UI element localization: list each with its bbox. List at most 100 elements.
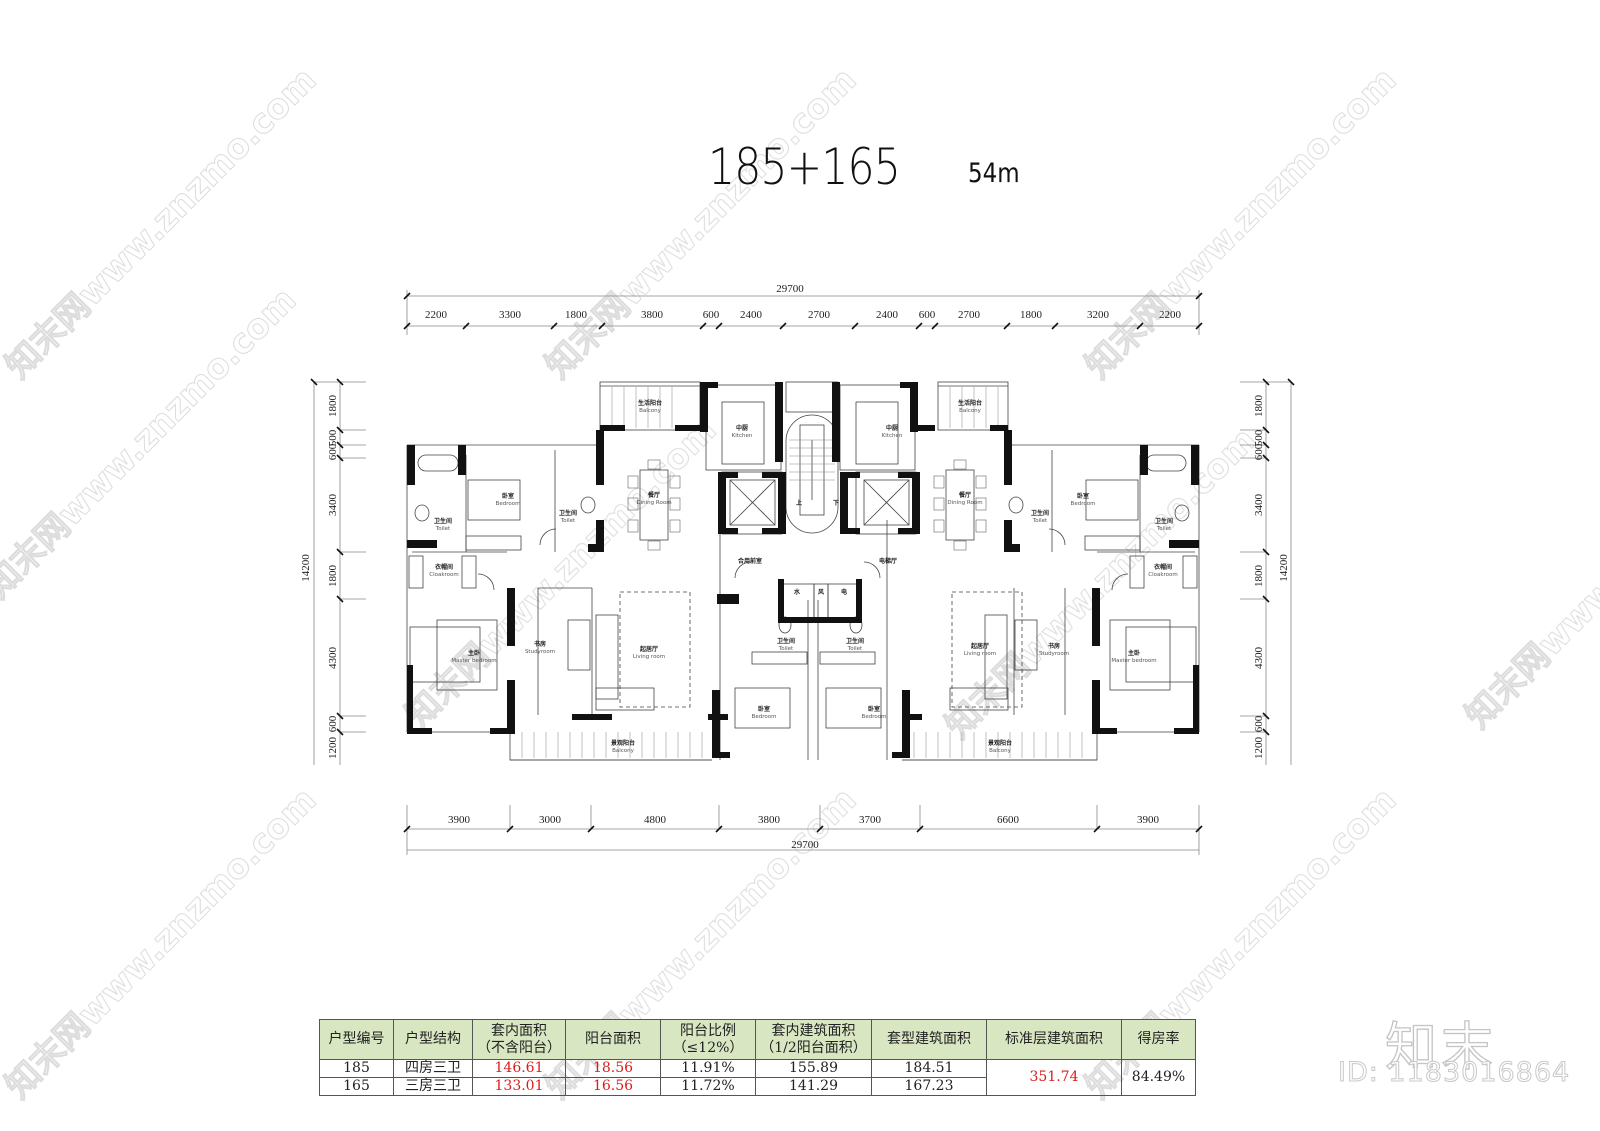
svg-text:3800: 3800 bbox=[758, 814, 781, 826]
room-label-balcony: 生活阳台 bbox=[638, 399, 662, 407]
cell-balcony-area: 16.56 bbox=[565, 1077, 661, 1096]
stair-down-label: 下 bbox=[833, 500, 839, 507]
shaft-elec-label: 电 bbox=[841, 588, 847, 596]
col-header-balcony-area: 阳台面积 bbox=[565, 1019, 661, 1060]
svg-text:Balcony: Balcony bbox=[959, 408, 982, 414]
svg-text:2200: 2200 bbox=[1159, 309, 1182, 321]
svg-text:1800: 1800 bbox=[1020, 309, 1043, 321]
svg-text:1800: 1800 bbox=[1253, 565, 1265, 588]
room-label-master: 主卧 bbox=[1128, 649, 1140, 657]
svg-text:Dining Room: Dining Room bbox=[947, 500, 982, 506]
cell-unit-building-area: 184.51 bbox=[871, 1059, 987, 1078]
svg-text:600: 600 bbox=[1253, 715, 1265, 732]
cell-structure: 四房三卫 bbox=[393, 1059, 473, 1078]
room-label-living: 起居厅 bbox=[639, 645, 658, 653]
svg-text:3200: 3200 bbox=[1087, 309, 1110, 321]
right-total-dim: 14200 bbox=[1278, 554, 1290, 582]
room-label-cloakroom: 衣帽间 bbox=[435, 563, 453, 571]
svg-text:3400: 3400 bbox=[327, 494, 339, 517]
room-label-bedroom: 卧室 bbox=[502, 492, 514, 500]
svg-text:Balcony: Balcony bbox=[612, 748, 635, 754]
svg-text:3300: 3300 bbox=[499, 309, 522, 321]
svg-text:Bedroom: Bedroom bbox=[862, 714, 887, 720]
top-segment-labels: 2200 3300 1800 3800 600 2400 2700 2400 6… bbox=[425, 309, 1182, 321]
table-header-row: 户型编号 户型结构 套内面积（不含阳台） 阳台面积 阳台比例（≤12%） 套内建… bbox=[319, 1019, 1196, 1060]
room-label-balcony: 景观阳台 bbox=[987, 739, 1012, 747]
col-header-balcony-ratio: 阳台比例（≤12%） bbox=[660, 1019, 756, 1060]
cell-structure: 三房三卫 bbox=[393, 1077, 473, 1096]
svg-text:Toilet: Toilet bbox=[435, 526, 451, 532]
svg-text:Bedroom: Bedroom bbox=[1071, 501, 1096, 507]
left-total-dim: 14200 bbox=[300, 554, 312, 582]
svg-text:Balcony: Balcony bbox=[989, 748, 1012, 754]
table-row: 165 三房三卫 133.01 16.56 11.72% 141.29 167.… bbox=[319, 1077, 1196, 1096]
svg-text:3900: 3900 bbox=[448, 814, 471, 826]
svg-text:1800: 1800 bbox=[327, 395, 339, 418]
structural-walls bbox=[407, 382, 1199, 758]
col-header-code: 户型编号 bbox=[319, 1019, 394, 1060]
svg-text:2400: 2400 bbox=[876, 309, 899, 321]
svg-text:Toilet: Toilet bbox=[1032, 518, 1048, 524]
room-label-kitchen: 中厨 bbox=[886, 424, 898, 432]
room-label-study: 书房 bbox=[534, 640, 546, 648]
svg-text:6600: 6600 bbox=[997, 814, 1020, 826]
room-label-toilet: 卫生间 bbox=[434, 517, 452, 525]
svg-text:Balcony: Balcony bbox=[639, 408, 662, 414]
bottom-dimension-chain bbox=[403, 805, 1203, 855]
room-label-dining: 餐厅 bbox=[958, 491, 971, 499]
svg-text:Studyroom: Studyroom bbox=[1039, 651, 1069, 657]
col-header-floor-area: 标准层建筑面积 bbox=[986, 1019, 1122, 1060]
table-row: 185 四房三卫 146.61 18.56 11.91% 155.89 184.… bbox=[319, 1059, 1196, 1096]
cell-inner-area: 133.01 bbox=[472, 1077, 566, 1096]
svg-text:2700: 2700 bbox=[808, 309, 831, 321]
cell-balcony-area: 18.56 bbox=[565, 1059, 661, 1078]
svg-text:Dining Room: Dining Room bbox=[636, 500, 671, 506]
svg-text:Master bedroom: Master bedroom bbox=[451, 658, 496, 664]
room-labels-core: 合用前室 电梯厅 水 风 电 上 下 bbox=[738, 499, 897, 596]
svg-text:2400: 2400 bbox=[740, 309, 763, 321]
room-label-toilet: 卫生间 bbox=[1155, 517, 1173, 525]
stair-up-label: 上 bbox=[796, 499, 802, 507]
svg-text:Master bedroom: Master bedroom bbox=[1111, 658, 1156, 664]
svg-text:600: 600 bbox=[703, 309, 720, 321]
room-label-bedroom: 卧室 bbox=[868, 705, 880, 713]
cell-efficiency: 84.49% bbox=[1121, 1059, 1196, 1096]
cell-balcony-ratio: 11.72% bbox=[660, 1077, 756, 1096]
svg-text:Cloakroom: Cloakroom bbox=[429, 572, 459, 578]
room-label-toilet: 卫生间 bbox=[777, 637, 795, 645]
col-header-unit-building-area: 套型建筑面积 bbox=[871, 1019, 987, 1060]
svg-text:600: 600 bbox=[1253, 443, 1265, 460]
svg-text:4300: 4300 bbox=[327, 647, 339, 670]
room-label-study: 书房 bbox=[1048, 642, 1060, 650]
left-segment-labels: 1800 600 500 3400 1800 4300 600 1200 bbox=[327, 395, 339, 760]
cell-inner-building-area: 141.29 bbox=[755, 1077, 872, 1096]
room-label-elevator-hall: 电梯厅 bbox=[879, 557, 897, 565]
bottom-segment-labels: 3900 3000 4800 3800 3700 6600 3900 bbox=[448, 814, 1160, 826]
room-label-balcony: 生活阳台 bbox=[958, 399, 982, 407]
room-label-master: 主卧 bbox=[468, 649, 480, 657]
room-label-living: 起居厅 bbox=[970, 642, 989, 650]
shaft-air-label: 风 bbox=[818, 588, 824, 596]
area-table: 户型编号 户型结构 套内面积（不含阳台） 阳台面积 阳台比例（≤12%） 套内建… bbox=[319, 1019, 1196, 1096]
left-dimension-chain bbox=[310, 378, 366, 765]
svg-text:Cloakroom: Cloakroom bbox=[1148, 572, 1178, 578]
room-labels-right-unit: 生活阳台 Balcony 中厨 Kitchen 餐厅 Dining Room 卧… bbox=[846, 399, 1178, 754]
svg-text:Studyroom: Studyroom bbox=[525, 649, 555, 655]
watermark-logo: 知末 bbox=[1384, 1017, 1498, 1078]
col-header-inner-building-area: 套内建筑面积（1/2阳台面积） bbox=[755, 1019, 872, 1060]
watermark-id: ID: 1183016864 bbox=[1337, 1057, 1571, 1089]
svg-text:4300: 4300 bbox=[1253, 647, 1265, 670]
col-header-efficiency: 得房率 bbox=[1121, 1019, 1196, 1060]
building-height: 54m bbox=[968, 158, 1020, 189]
svg-text:3700: 3700 bbox=[859, 814, 882, 826]
shaft-water-label: 水 bbox=[794, 588, 801, 596]
cell-unit-building-area: 167.23 bbox=[871, 1077, 987, 1096]
right-segment-labels: 1800 600 500 3400 1800 4300 600 1200 bbox=[1253, 395, 1265, 760]
room-label-toilet: 卫生间 bbox=[1031, 509, 1049, 517]
bottom-total-dim: 29700 bbox=[791, 839, 819, 851]
svg-text:1800: 1800 bbox=[565, 309, 588, 321]
svg-text:3400: 3400 bbox=[1253, 494, 1265, 517]
svg-text:600: 600 bbox=[327, 715, 339, 732]
